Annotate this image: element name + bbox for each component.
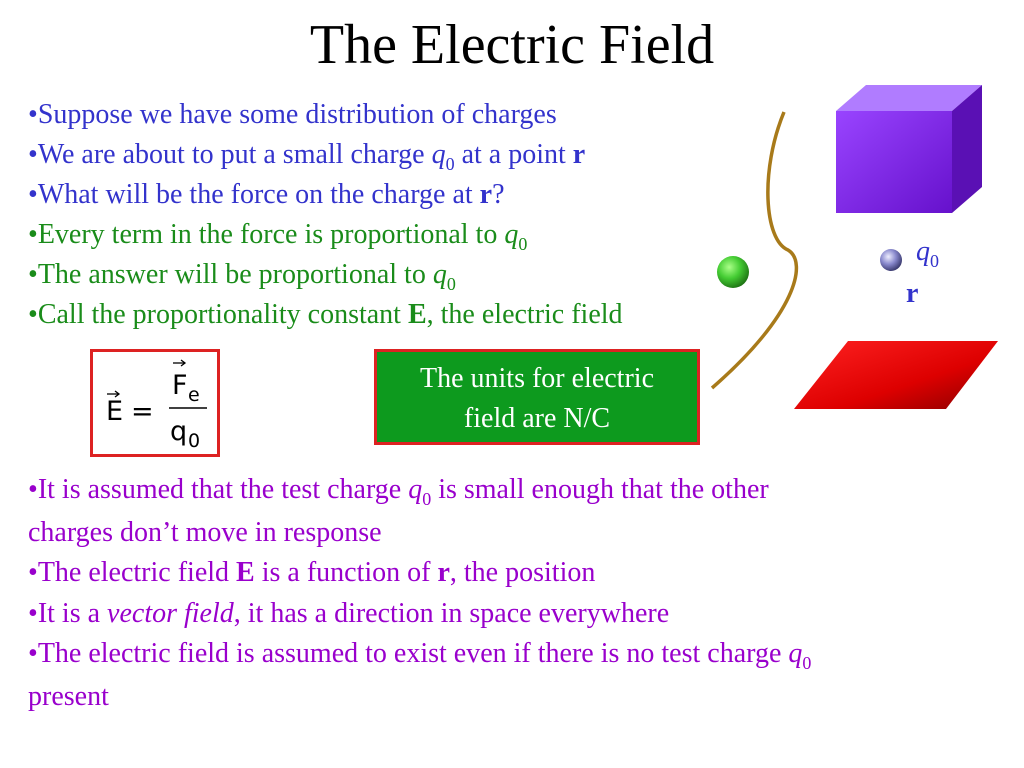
bullet-proportional-answer: •The answer will be proportional to q0 [28,259,456,294]
bullet-small-charge: •We are about to put a small charge q0 a… [28,139,586,174]
bullet-field-exists: •The electric field is assumed to exist … [28,638,812,673]
units-line-2: field are N/C [463,403,611,434]
bullet-small-test-charge: •It is assumed that the test charge q0 i… [28,474,769,509]
electric-field-formula: E = F e q 0 [106,359,207,452]
formula-numerator-sub: e [188,384,200,406]
test-charge-label: q0 [916,236,939,271]
test-charge-sphere [880,249,902,271]
bullet-force-question: •What will be the force on the charge at… [28,179,505,210]
units-line-1: The units for electric [419,363,654,394]
vector-arrowhead-f [180,359,187,367]
bullet-vector-field: •It is a vector field, it has a directio… [28,597,670,629]
bullet-field-exists-cont: present [28,680,109,712]
cube-side-face [952,85,982,213]
formula-lhs: E [106,396,123,427]
bullet-distribution: •Suppose we have some distribution of ch… [28,99,557,130]
formula-denominator: q [170,416,187,447]
vector-arrowhead-e [114,390,121,398]
top-bullet-list: •Suppose we have some distribution of ch… [28,95,768,335]
bottom-bullet-list: •It is assumed that the test charge q0 i… [28,470,1008,717]
bullet-small-test-charge-cont: charges don’t move in response [28,516,382,548]
cube-top-face [836,85,982,111]
formula-equals: = [131,396,154,427]
green-charge-sphere [717,256,749,288]
position-label: r [906,278,919,309]
slide-title: The Electric Field [309,14,715,76]
units-callout: The units for electric field are N/C [374,349,700,445]
formula-numerator: F [172,370,188,401]
bullet-function-of-r: •The electric field E is a function of r… [28,557,596,588]
formula-box: E = F e q 0 [90,349,220,457]
q0-symbol: q [431,139,446,170]
bullet-proportional-term: •Every term in the force is proportional… [28,219,528,254]
charge-plane [794,341,998,409]
boundary-curve [710,111,799,390]
formula-denominator-sub: 0 [188,430,200,452]
charge-cube [836,111,952,213]
bullet-electric-field-constant: •Call the proportionality constant E, th… [28,299,623,330]
